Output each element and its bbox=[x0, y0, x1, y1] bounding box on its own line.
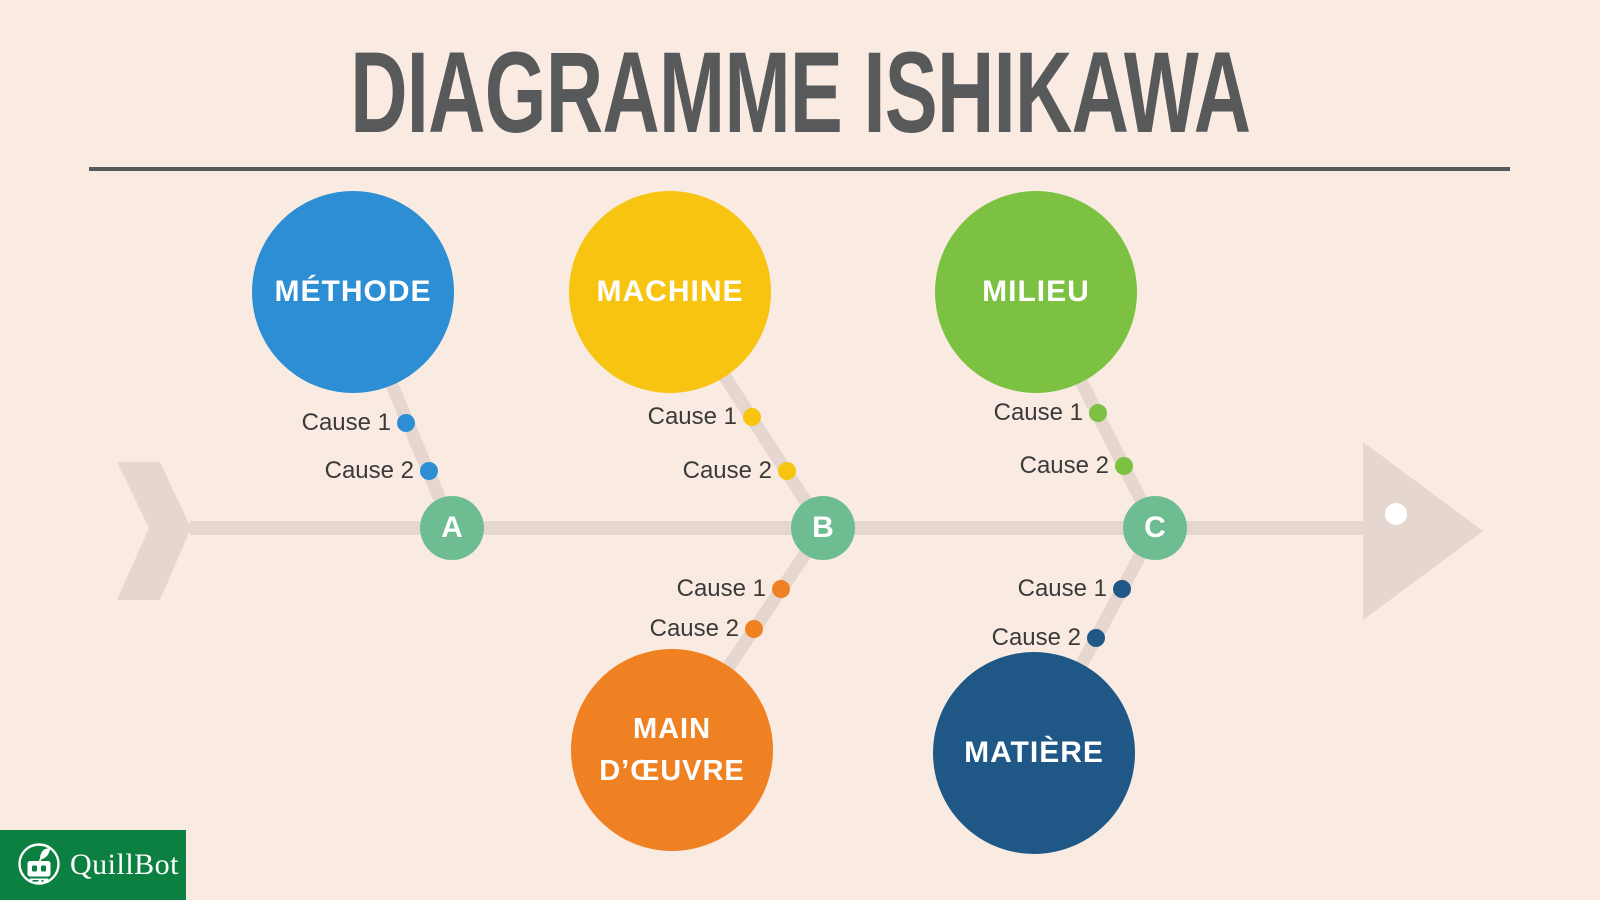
cause-dot-milieu-1 bbox=[1089, 404, 1107, 422]
cause-dot-methode-1 bbox=[397, 414, 415, 432]
spine-node-a: A bbox=[420, 496, 484, 560]
cause-label: Cause 1 bbox=[647, 403, 737, 430]
cause-dot-main-doeuvre-2 bbox=[745, 620, 763, 638]
cause-label: Cause 2 bbox=[649, 615, 739, 642]
category-circle-methode: MÉTHODE bbox=[252, 191, 454, 393]
quillbot-robot-icon bbox=[18, 843, 60, 885]
fish-eye-icon bbox=[1385, 503, 1407, 525]
spine-node-b: B bbox=[791, 496, 855, 560]
fish-head-arrow-icon bbox=[1363, 442, 1483, 620]
node-label: A bbox=[441, 511, 463, 544]
node-label: B bbox=[812, 511, 834, 544]
category-label-line: MAIN bbox=[632, 713, 712, 745]
quillbot-logo-text: QuillBot bbox=[70, 848, 180, 881]
cause-dot-matiere-2 bbox=[1087, 629, 1105, 647]
cause-label: Cause 1 bbox=[993, 399, 1083, 426]
category-label: MACHINE bbox=[596, 275, 744, 308]
cause-dot-methode-2 bbox=[420, 462, 438, 480]
category-circle-main-doeuvre: MAIN D’ŒUVRE bbox=[571, 649, 773, 851]
cause-label: Cause 2 bbox=[1019, 452, 1109, 479]
category-circle-machine: MACHINE bbox=[569, 191, 771, 393]
cause-label: Cause 1 bbox=[301, 409, 391, 436]
quillbot-logo: QuillBot bbox=[0, 830, 186, 900]
node-label: C bbox=[1144, 511, 1166, 544]
page-title-wrap: DIAGRAMME ISHIKAWA bbox=[0, 36, 1600, 151]
category-label: MILIEU bbox=[982, 275, 1090, 308]
cause-dot-milieu-2 bbox=[1115, 457, 1133, 475]
category-label-line: D’ŒUVRE bbox=[599, 755, 745, 787]
cause-dot-matiere-1 bbox=[1113, 580, 1131, 598]
title-divider bbox=[89, 167, 1510, 171]
fish-tail-icon bbox=[117, 462, 191, 600]
cause-label: Cause 1 bbox=[1017, 575, 1107, 602]
category-label: MATIÈRE bbox=[964, 736, 1104, 769]
cause-dot-main-doeuvre-1 bbox=[772, 580, 790, 598]
category-circle-milieu: MILIEU bbox=[935, 191, 1137, 393]
page-title: DIAGRAMME ISHIKAWA bbox=[349, 29, 1251, 157]
cause-dot-machine-2 bbox=[778, 462, 796, 480]
cause-dot-machine-1 bbox=[743, 408, 761, 426]
spine-node-c: C bbox=[1123, 496, 1187, 560]
category-circle-matiere: MATIÈRE bbox=[933, 652, 1135, 854]
cause-label: Cause 1 bbox=[676, 575, 766, 602]
cause-label: Cause 2 bbox=[324, 457, 414, 484]
cause-label: Cause 2 bbox=[991, 624, 1081, 651]
cause-label: Cause 2 bbox=[682, 457, 772, 484]
category-label: MÉTHODE bbox=[274, 275, 432, 308]
spine-line bbox=[190, 521, 1370, 535]
